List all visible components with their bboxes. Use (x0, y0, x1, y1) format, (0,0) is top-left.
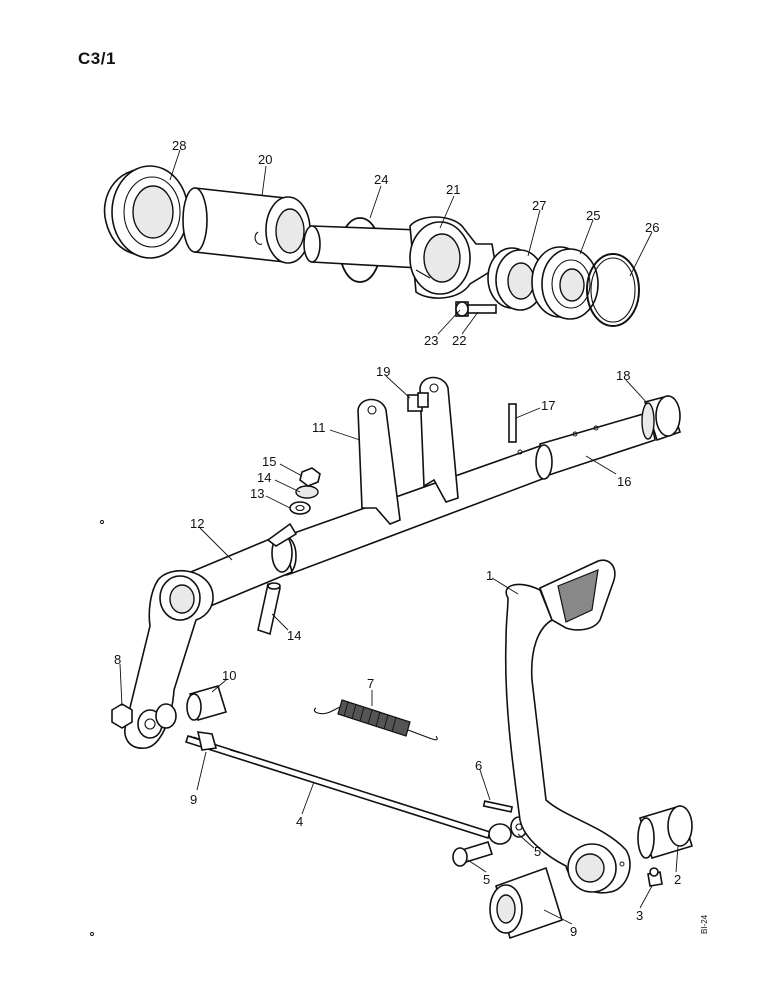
callout-18: 16 (617, 474, 631, 489)
callout-23: 21 (446, 182, 460, 197)
part-9-nut-left (111, 703, 133, 729)
callout-11: 10 (222, 668, 236, 683)
callout-22: 20 (258, 152, 272, 167)
part-19-pin (508, 403, 517, 443)
callout-3: 3 (636, 908, 643, 923)
part-30-housing (103, 165, 189, 259)
callout-1: 1 (486, 568, 493, 583)
callout-2: 2 (674, 872, 681, 887)
callout-9-upper: 8 (114, 652, 121, 667)
part-22-sleeve (182, 187, 311, 264)
part-14-pin (257, 582, 281, 636)
part-2-bush (637, 805, 693, 859)
part-24-25-bolt (455, 301, 497, 317)
callout-27: 25 (586, 208, 600, 223)
part-shaft-upper (303, 225, 421, 269)
callout-29: 27 (532, 198, 546, 213)
callout-13: 11 (312, 420, 326, 435)
part-21-key (407, 392, 429, 412)
callout-4: 4 (296, 814, 303, 829)
callout-14-label: 14 (287, 628, 301, 643)
part-23-carrier (409, 216, 497, 299)
callout-30: 28 (172, 138, 186, 153)
callout-6: 5 (534, 844, 541, 859)
callout-9-lower: 9 (190, 792, 197, 807)
callout-7: 6 (475, 758, 482, 773)
part-13-fork (357, 376, 459, 525)
callout-25: 23 (424, 333, 438, 348)
part-27-bearing (531, 246, 599, 320)
leader-lines (119, 149, 679, 925)
callout-21: 19 (376, 364, 390, 379)
callout-19: 17 (541, 398, 555, 413)
callout-17: 15 (262, 454, 276, 469)
callout-8: 7 (367, 676, 374, 691)
callout-20: 18 (616, 368, 630, 383)
part-1-pedal (504, 559, 631, 894)
part-3-nipple (647, 867, 663, 887)
callout-26: 24 (374, 172, 388, 187)
part-20-bush (641, 395, 682, 442)
part-15-16-17-fasteners (289, 467, 321, 515)
callout-labels: 28 20 24 21 27 25 26 23 22 19 18 17 11 1… (114, 138, 681, 939)
part-lever-arm (124, 569, 214, 749)
part-10-bush (489, 866, 563, 940)
part-11-bush (186, 685, 228, 721)
page-code: C3/1 (78, 49, 116, 68)
part-28-circlip (586, 253, 640, 327)
callout-10: 9 (570, 924, 577, 939)
part-4-rod (184, 731, 492, 840)
callout-24: 22 (452, 333, 466, 348)
part-6-clevis (488, 816, 528, 845)
part-18-shaft (275, 410, 656, 576)
callout-15: 13 (250, 486, 264, 501)
callout-16: 14 (257, 470, 271, 485)
part-7-split-pin (482, 800, 514, 813)
part-8-spring (313, 699, 438, 741)
callout-12: 12 (190, 516, 204, 531)
callout-5-label: 5 (483, 872, 490, 887)
callout-28: 26 (645, 220, 659, 235)
part-5-clevis-pin (452, 841, 494, 867)
